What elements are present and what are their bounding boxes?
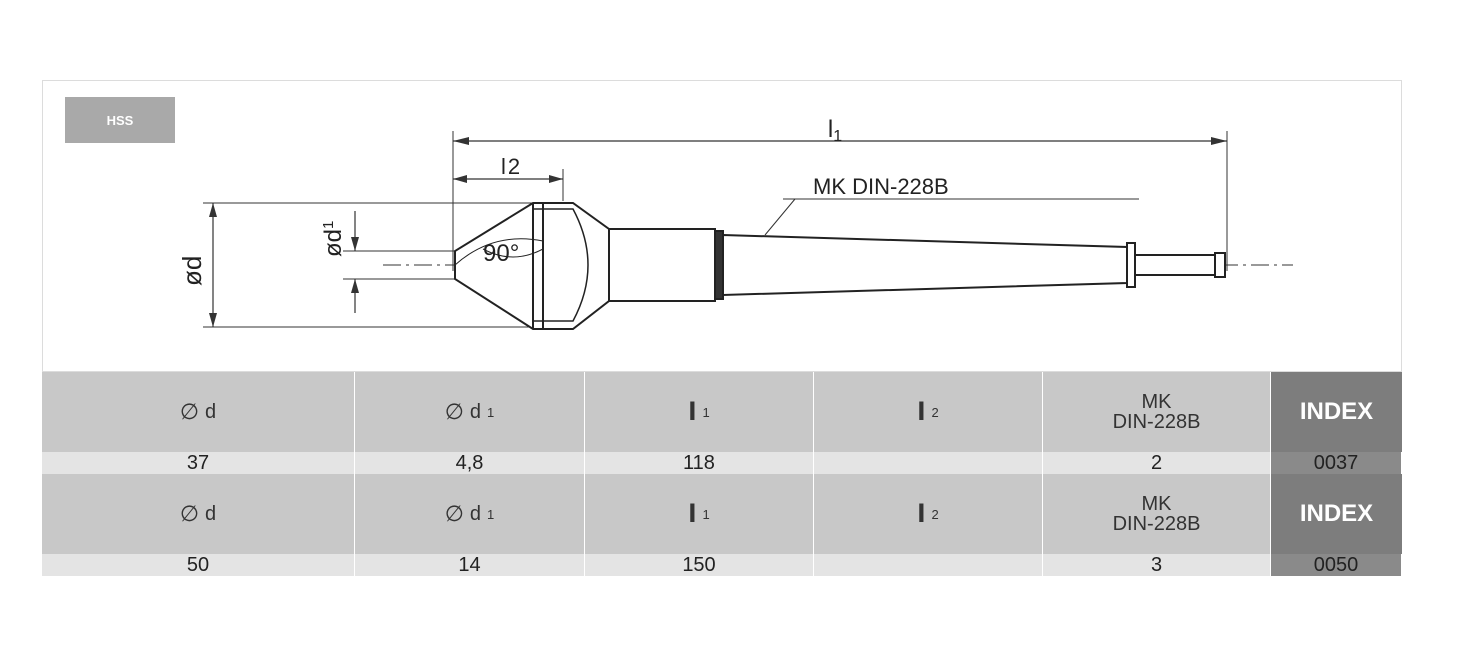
cell-index: 0050 xyxy=(1271,554,1402,576)
countersink-drawing: l1 l2 ød xyxy=(177,116,1293,330)
dia-d1-sub: 1 xyxy=(320,221,337,229)
svg-text:l1: l1 xyxy=(828,116,842,145)
l2-label: l xyxy=(501,154,506,179)
cell-l2 xyxy=(814,554,1043,576)
cell-d: 50 xyxy=(42,554,355,576)
cell-mk: 2 xyxy=(1043,452,1271,474)
table-row: 37 4,8 118 2 0037 xyxy=(42,452,1402,474)
svg-text:ød1: ød1 xyxy=(320,221,347,257)
technical-drawing-panel: HSS l1 l2 xyxy=(42,80,1402,372)
neck xyxy=(608,228,724,302)
taper-shank xyxy=(722,233,1226,297)
dimension-l2: l2 xyxy=(453,154,564,201)
cell-l1: 150 xyxy=(585,554,814,576)
dia-d1-label: ød xyxy=(320,229,347,257)
dimension-l1: l1 xyxy=(452,116,1228,271)
cell-mk: 3 xyxy=(1043,554,1271,576)
cell-d1: 4,8 xyxy=(355,452,585,474)
dia-d-label: ød xyxy=(177,256,207,286)
angle-label: 90° xyxy=(483,240,519,267)
l2-sub: 2 xyxy=(508,154,520,179)
l1-sub: 1 xyxy=(833,128,842,145)
cell-d: 37 xyxy=(42,452,355,474)
hss-badge: HSS xyxy=(65,97,175,143)
countersink-head xyxy=(454,202,610,330)
cell-index: 0037 xyxy=(1271,452,1402,474)
header-d: ∅d xyxy=(42,372,355,452)
svg-text:l2: l2 xyxy=(501,154,520,179)
product-sheet: HSS l1 l2 xyxy=(42,80,1402,580)
taper-label: MK DIN-228B xyxy=(813,174,949,199)
table-row: 50 14 150 3 0050 xyxy=(42,554,1402,576)
taper-callout: MK DIN-228B xyxy=(764,174,1139,236)
dimension-d: ød xyxy=(177,202,543,328)
header-index: INDEX xyxy=(1271,372,1402,452)
cell-l1: 118 xyxy=(585,452,814,474)
l1-label: l xyxy=(828,116,833,143)
cell-l2 xyxy=(814,452,1043,474)
dimension-d1: ød1 xyxy=(320,211,463,313)
cell-d1: 14 xyxy=(355,554,585,576)
header-d: ∅d xyxy=(42,474,355,554)
header-index: INDEX xyxy=(1271,474,1402,554)
